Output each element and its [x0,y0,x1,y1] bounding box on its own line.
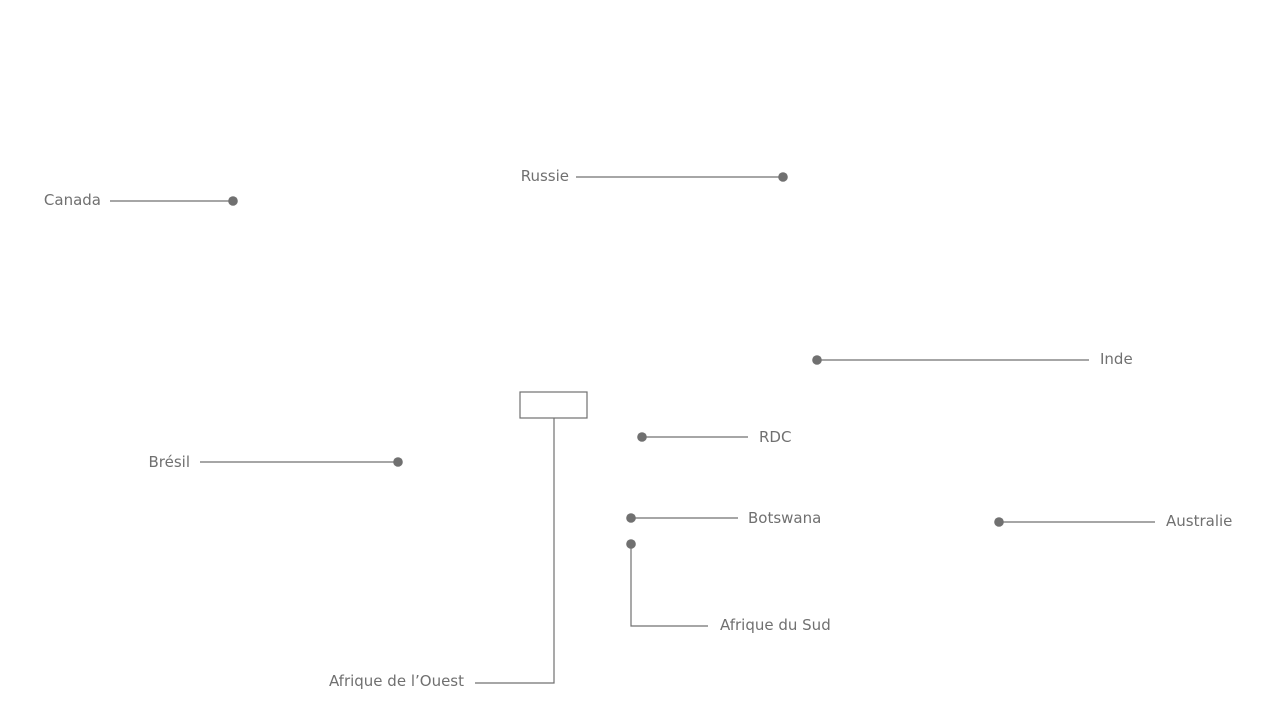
label-south-africa: Afrique du Sud [720,616,831,634]
label-west-africa: Afrique de l’Ouest [329,672,464,690]
leader-line-south-africa [630,544,708,627]
label-russia: Russie [521,167,569,185]
label-canada: Canada [44,191,101,209]
callout-west-africa: Afrique de l’Ouest [329,391,588,690]
callout-canada: Canada [44,191,238,209]
label-india: Inde [1100,350,1133,368]
marker-dot-canada [228,196,238,206]
callout-botswana: Botswana [626,509,821,527]
region-box-west-africa [519,391,588,419]
label-australia: Australie [1166,512,1232,530]
callout-russia: Russie [521,167,788,185]
callout-south-africa: Afrique du Sud [626,539,831,634]
marker-dot-brazil [393,457,403,467]
callout-india: Inde [812,350,1133,368]
leader-line-west-africa [475,418,555,684]
callout-australia: Australie [994,512,1232,530]
marker-dot-russia [778,172,788,182]
label-brazil: Brésil [148,453,190,471]
label-botswana: Botswana [748,509,821,527]
label-drc: RDC [759,428,791,446]
callout-drc: RDC [637,428,791,446]
callout-brazil: Brésil [148,453,403,471]
